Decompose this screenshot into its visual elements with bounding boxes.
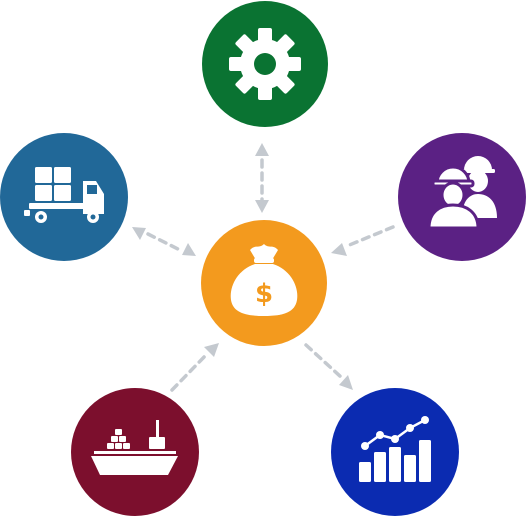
growth-chart-icon [359,416,431,482]
connector-truck [132,227,196,256]
connector-ship [170,343,219,392]
node-truck [0,133,128,261]
connector-workers [331,225,395,256]
ship-deck-stripe [94,451,176,454]
connector-chart [304,343,353,390]
arrowhead-up [255,143,269,156]
money-bag-icon [230,244,298,316]
arrowhead-to-chart [339,375,353,390]
gear-icon [229,28,301,100]
node-center: $ [201,220,327,346]
cargo-ship-icon [91,420,178,475]
connectors [132,143,395,392]
arrowhead-to-center [331,243,347,256]
arrowhead-to-center [182,243,196,256]
workers-icon [427,156,497,230]
arrowhead-down [255,200,269,213]
node-chart [331,388,459,516]
truck-window [87,185,97,194]
arrowhead-to-truck [132,227,146,240]
node-gear [202,1,328,127]
node-ship [71,388,199,516]
connector-gear [255,143,269,213]
arrowhead-to-center [204,343,219,357]
node-workers [398,133,526,261]
dollar-sign: $ [255,279,273,309]
